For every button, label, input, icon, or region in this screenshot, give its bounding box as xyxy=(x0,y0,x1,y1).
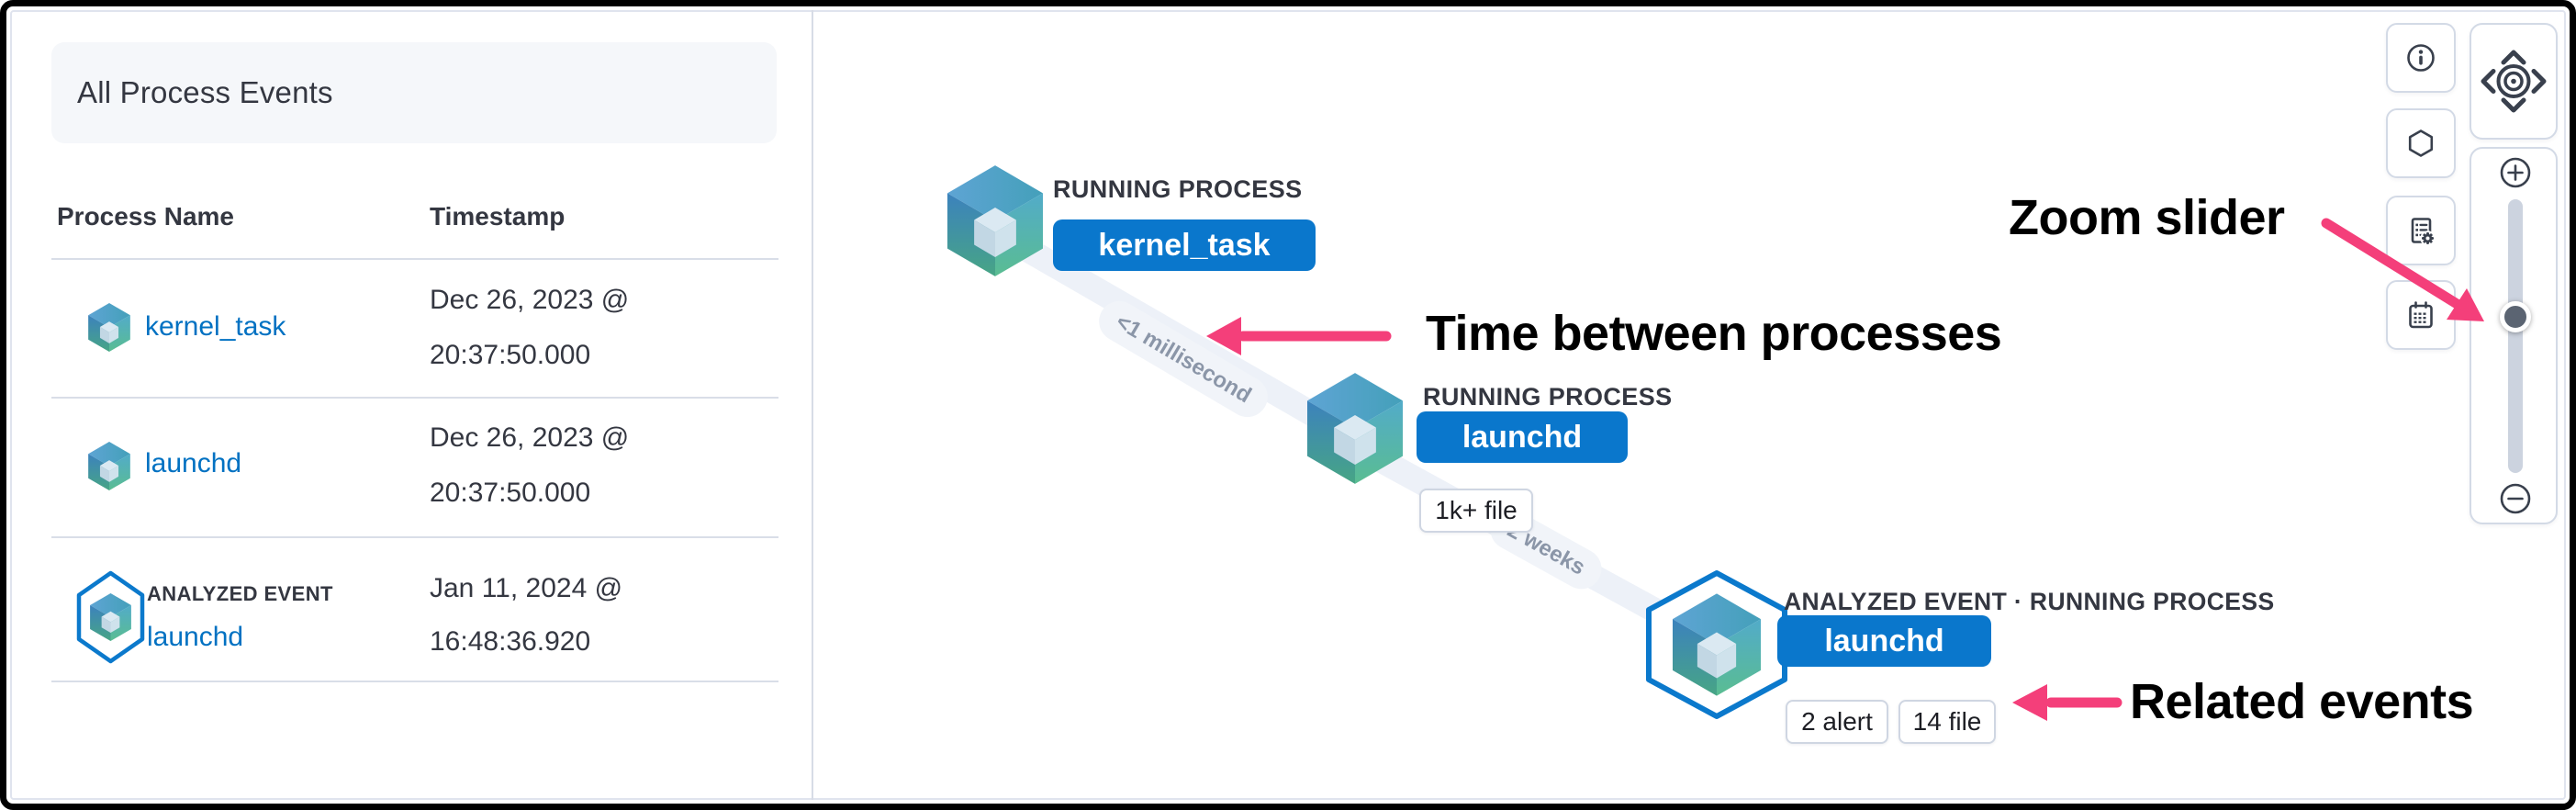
pan-right-icon xyxy=(2531,69,2547,94)
node-type-label: RUNNING PROCESS xyxy=(1423,383,1673,411)
source-settings-button[interactable] xyxy=(2386,196,2456,265)
process-link[interactable]: launchd xyxy=(147,622,244,652)
table-divider xyxy=(51,536,778,538)
process-node-launchd[interactable] xyxy=(1307,373,1403,484)
node-name-button[interactable]: launchd xyxy=(1417,411,1628,463)
timestamp-line: 20:37:50.000 xyxy=(430,478,591,508)
content-border xyxy=(10,10,2566,800)
zoom-in-button[interactable] xyxy=(2471,152,2559,193)
zoom-slider-panel xyxy=(2470,147,2558,524)
table-divider xyxy=(51,258,778,260)
analyzed-event-label: ANALYZED EVENT xyxy=(147,582,333,605)
table-divider xyxy=(51,681,778,682)
column-header-process-name: Process Name xyxy=(57,202,235,231)
process-link[interactable]: launchd xyxy=(145,448,242,478)
panel-divider xyxy=(812,10,813,800)
analyzed-event-cube-icon xyxy=(76,570,145,664)
annotation-zoom-slider: Zoom slider xyxy=(2009,190,2285,245)
zoom-in-icon xyxy=(2500,157,2531,188)
node-type-label: RUNNING PROCESS xyxy=(1053,175,1303,203)
zoom-slider-thumb[interactable] xyxy=(2500,301,2531,332)
hexagon-icon xyxy=(2408,129,2434,157)
calendar-icon xyxy=(2409,301,2433,329)
panel-title-text: All Process Events xyxy=(77,75,333,109)
node-legend-button[interactable] xyxy=(2386,23,2456,93)
timestamp-line: Jan 11, 2024 @ xyxy=(430,573,623,603)
timestamp-line: Dec 26, 2023 @ xyxy=(430,422,630,453)
process-node-launchd-analyzed[interactable] xyxy=(1673,593,1761,696)
node-type-label: ANALYZED EVENT · RUNNING PROCESS xyxy=(1784,588,2275,615)
info-icon xyxy=(2407,44,2435,72)
related-alerts-badge[interactable]: 2 alert xyxy=(1786,700,1888,744)
zoom-out-button[interactable] xyxy=(2471,478,2559,519)
schema-settings-icon xyxy=(2411,218,2436,246)
pan-up-icon xyxy=(2501,50,2526,65)
pan-controls xyxy=(2470,23,2558,140)
timestamp-line: Dec 26, 2023 @ xyxy=(430,285,630,315)
process-node-kernel-task[interactable] xyxy=(947,165,1043,276)
date-picker-button[interactable] xyxy=(2386,280,2456,350)
pan-left-icon xyxy=(2481,69,2496,94)
center-target-icon xyxy=(2496,64,2531,98)
timestamp-line: 20:37:50.000 xyxy=(430,340,591,370)
process-link[interactable]: kernel_task xyxy=(145,311,286,342)
timestamp-line: 16:48:36.920 xyxy=(430,626,591,657)
table-divider xyxy=(51,397,778,399)
process-cube-icon xyxy=(88,303,130,352)
annotation-time-between: Time between processes xyxy=(1426,306,2002,361)
related-events-badge[interactable]: 1k+ file xyxy=(1419,489,1533,533)
events-panel-title: All Process Events xyxy=(51,42,777,143)
process-cube-icon xyxy=(88,442,130,490)
node-name-button[interactable]: launchd xyxy=(1777,615,1991,667)
annotation-related-events: Related events xyxy=(2130,674,2474,729)
zoom-out-icon xyxy=(2500,483,2531,514)
column-header-timestamp: Timestamp xyxy=(430,202,566,231)
pan-down-icon xyxy=(2501,97,2526,113)
node-name-button[interactable]: kernel_task xyxy=(1053,219,1316,271)
related-files-badge[interactable]: 14 file xyxy=(1898,700,1996,744)
zoom-slider-track[interactable] xyxy=(2508,199,2523,473)
schema-info-button[interactable] xyxy=(2386,108,2456,178)
